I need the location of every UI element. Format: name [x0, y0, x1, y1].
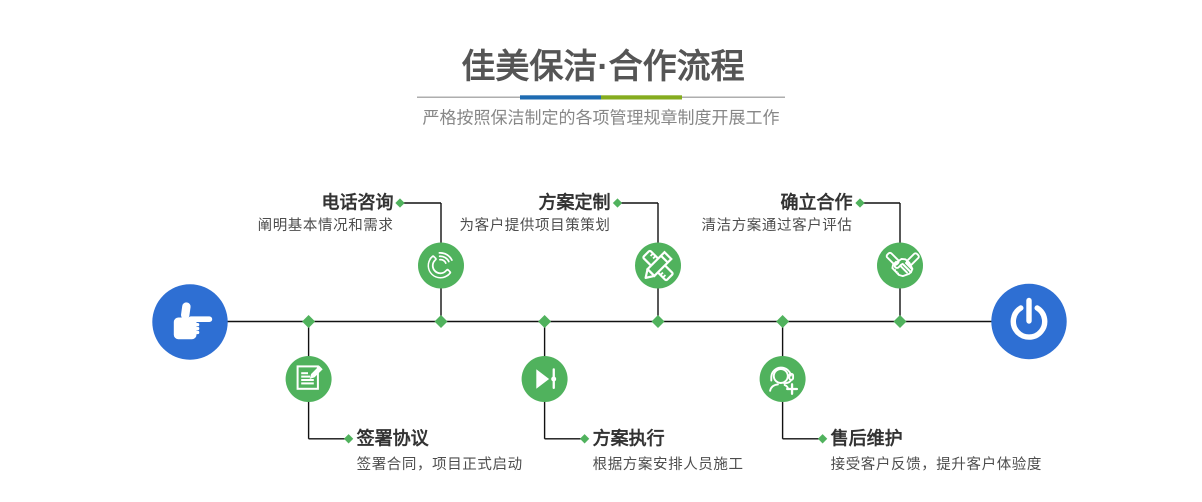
- svg-text:为客户提供项目策策划: 为客户提供项目策策划: [460, 217, 611, 234]
- svg-text:签署协议: 签署协议: [356, 427, 430, 448]
- svg-text:确立合作: 确立合作: [781, 192, 853, 213]
- svg-text:根据方案安排人员施工: 根据方案安排人员施工: [593, 455, 744, 473]
- svg-text:签署合同，项目正式启动: 签署合同，项目正式启动: [357, 456, 523, 473]
- svg-text:方案执行: 方案执行: [593, 427, 665, 448]
- svg-text:方案定制: 方案定制: [539, 192, 611, 213]
- svg-text:佳美保洁·合作流程: 佳美保洁·合作流程: [461, 48, 744, 86]
- svg-text:阐明基本情况和需求: 阐明基本情况和需求: [258, 217, 394, 234]
- svg-text:接受客户反馈，提升客户体验度: 接受客户反馈，提升客户体验度: [831, 456, 1042, 473]
- svg-text:售后维护: 售后维护: [831, 427, 903, 448]
- svg-text:电话咨询: 电话咨询: [322, 192, 394, 213]
- svg-text:清洁方案通过客户评估: 清洁方案通过客户评估: [702, 216, 853, 234]
- svg-text:严格按照保洁制定的各项管理规章制度开展工作: 严格按照保洁制定的各项管理规章制度开展工作: [423, 109, 780, 128]
